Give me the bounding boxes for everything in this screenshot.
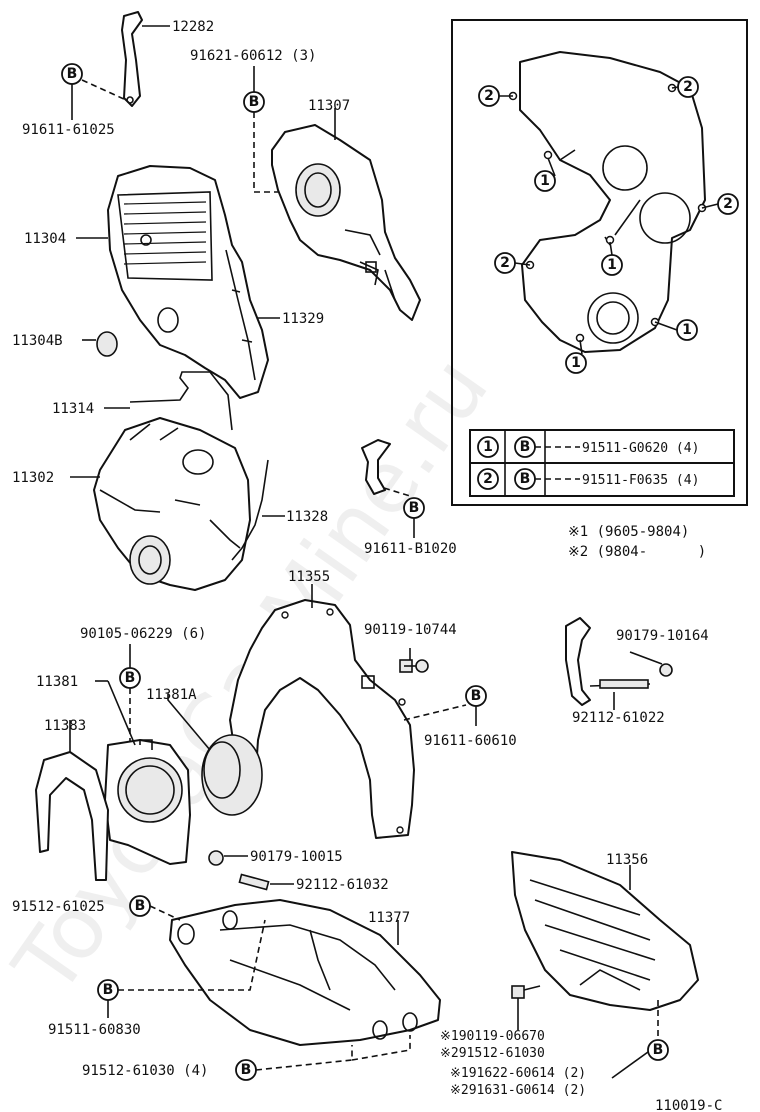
figure-code: 110019-C — [655, 1098, 722, 1112]
label-190119: ※190119-06670 — [440, 1029, 545, 1044]
inset-row-2-part: 91511-F0635 (4) — [582, 473, 699, 488]
inset-panel: 2 2 2 2 1 1 1 1 1 2 B B 91511-G0620 (4) … — [451, 19, 748, 506]
part-11314: 11314 — [52, 371, 233, 431]
svg-text:91611-B1020: 91611-B1020 — [364, 541, 457, 557]
stud-92112-61032: 92112-61032 — [238, 873, 389, 893]
part-11356: 11356 — [511, 851, 699, 1011]
svg-text:11328: 11328 — [286, 509, 328, 525]
svg-text:B: B — [135, 898, 146, 914]
inset-legend-table: 1 2 B B 91511-G0620 (4) 91511-F0635 (4) — [469, 429, 735, 497]
svg-text:11355: 11355 — [288, 569, 330, 585]
svg-text:B: B — [125, 670, 136, 686]
svg-text:1: 1 — [607, 257, 617, 273]
label-91621: 91621-60612 (3) — [190, 48, 316, 64]
svg-text:90179-10164: 90179-10164 — [616, 628, 709, 644]
svg-text:91512-61025: 91512-61025 — [12, 899, 105, 915]
part-11383: 11383 — [35, 718, 109, 881]
bracket-b1020: B 91611-B1020 — [361, 439, 457, 557]
part-11377: 11377 — [169, 899, 441, 1046]
bolt-b-right-lower: B — [611, 1000, 669, 1079]
svg-text:11302: 11302 — [12, 470, 54, 486]
svg-text:11381A: 11381A — [146, 687, 197, 703]
part-11329: 11329 — [258, 311, 324, 327]
note-2: ※2 (9804- ) — [568, 544, 706, 560]
bolt-91511-60830: B 91511-60830 — [48, 919, 266, 1038]
svg-text:B: B — [67, 66, 78, 82]
inset-marker-2: 2 2 2 2 — [478, 76, 739, 274]
bolt-90105: B — [119, 644, 141, 745]
svg-text:2: 2 — [683, 79, 693, 95]
svg-text:91611-61025: 91611-61025 — [22, 122, 115, 138]
part-11328: 11328 — [231, 459, 328, 561]
part-11302: 11302 — [12, 417, 251, 591]
bolt-91621: B — [243, 66, 290, 193]
svg-text:2: 2 — [484, 88, 494, 104]
svg-text:1: 1 — [571, 355, 581, 371]
svg-text:B: B — [520, 439, 531, 455]
label-291631: ※291631-G0614 (2) — [450, 1083, 586, 1098]
svg-text:92112-61032: 92112-61032 — [296, 877, 389, 893]
svg-text:11381: 11381 — [36, 674, 78, 690]
svg-text:2: 2 — [483, 471, 493, 487]
part-11307: 11307 — [271, 98, 421, 321]
svg-text:11329: 11329 — [282, 311, 324, 327]
svg-text:11314: 11314 — [52, 401, 94, 417]
bracket-right: 90179-10164 92112-61022 — [565, 617, 709, 726]
svg-text:B: B — [653, 1042, 664, 1058]
svg-text:B: B — [520, 471, 531, 487]
bolt-90119-10744: 90119-10744 — [364, 622, 457, 673]
part-11381: 11381 — [36, 674, 191, 865]
bolt-91512-61025: 91512-61025 B — [12, 895, 181, 921]
inset-row-1-part: 91511-G0620 (4) — [582, 441, 699, 456]
part-12282: 12282 — [121, 11, 214, 107]
svg-text:1: 1 — [540, 173, 550, 189]
bolt-90119-06670 — [511, 985, 541, 1030]
part-11304B: 11304B — [12, 331, 118, 357]
part-11304: 11304 — [24, 165, 269, 399]
bolt-91611-61025: B 91611-61025 — [22, 63, 127, 138]
bolt-91611-60610: B 91611-60610 — [403, 685, 517, 749]
svg-text:91512-61030 (4): 91512-61030 (4) — [82, 1063, 208, 1079]
svg-text:2: 2 — [500, 255, 510, 271]
svg-text:12282: 12282 — [172, 19, 214, 35]
svg-text:B: B — [241, 1062, 252, 1078]
label-90105: 90105-06229 (6) — [80, 626, 206, 642]
svg-text:B: B — [249, 94, 260, 110]
svg-text:11356: 11356 — [606, 852, 648, 868]
inset-marker-1: 1 1 1 1 — [534, 170, 698, 374]
svg-text:11304: 11304 — [24, 231, 66, 247]
svg-text:90119-10744: 90119-10744 — [364, 622, 457, 638]
svg-text:91511-60830: 91511-60830 — [48, 1022, 141, 1038]
svg-text:11307: 11307 — [308, 98, 350, 114]
svg-text:B: B — [409, 500, 420, 516]
svg-text:92112-61022: 92112-61022 — [572, 710, 665, 726]
svg-text:B: B — [471, 688, 482, 704]
svg-text:1: 1 — [682, 322, 692, 338]
label-191622: ※191622-60614 (2) — [450, 1066, 586, 1081]
part-11381A: 11381A — [146, 687, 263, 816]
nut-90179-10015: 90179-10015 — [208, 849, 343, 866]
svg-text:90179-10015: 90179-10015 — [250, 849, 343, 865]
svg-text:91611-60610: 91611-60610 — [424, 733, 517, 749]
svg-text:11383: 11383 — [44, 718, 86, 734]
svg-text:B: B — [103, 982, 114, 998]
bolt-91512-61030: 91512-61030 (4) B — [82, 1035, 411, 1081]
note-1: ※1 (9605-9804) — [568, 524, 689, 540]
svg-text:2: 2 — [723, 196, 733, 212]
label-291512: ※291512-61030 — [440, 1046, 545, 1061]
svg-text:11377: 11377 — [368, 910, 410, 926]
svg-text:11304B: 11304B — [12, 333, 63, 349]
svg-text:1: 1 — [483, 439, 493, 455]
